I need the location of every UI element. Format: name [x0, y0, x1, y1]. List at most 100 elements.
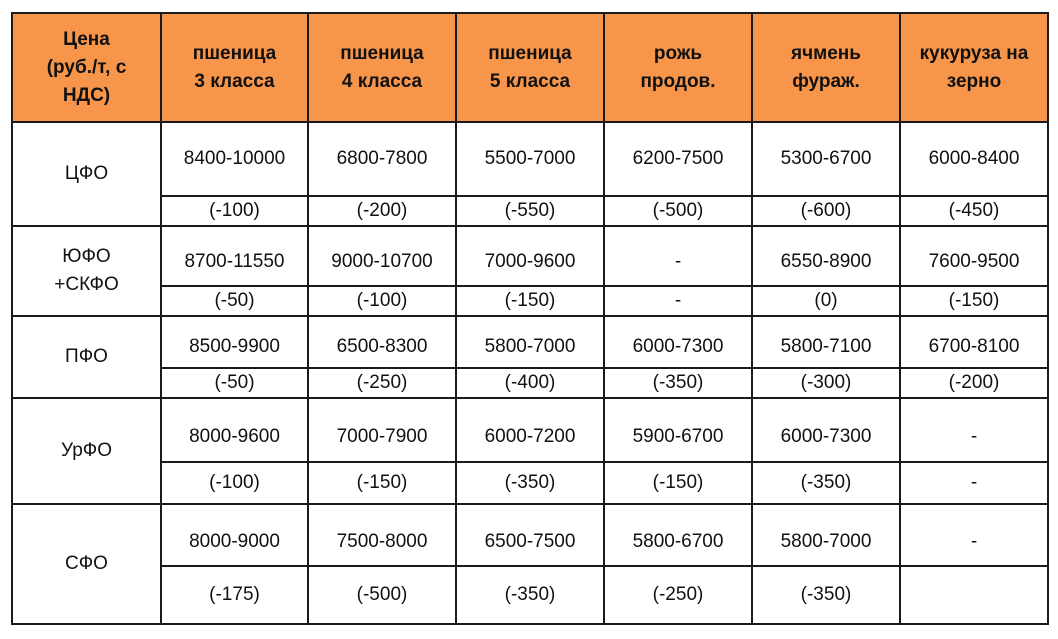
table-row-change: (-100) (-150) (-350) (-150) (-350) -: [12, 461, 1049, 505]
region-label: СФО: [65, 553, 108, 574]
header-col-wheat-5: пшеница 5 класса: [455, 12, 605, 123]
price-cell: 6000-7200: [455, 397, 605, 463]
change-cell: [899, 565, 1049, 625]
region-cell: СФО: [11, 503, 162, 625]
change-cell: (-350): [751, 565, 901, 625]
region-cell: ПФО: [11, 315, 162, 399]
price-cell: 8500-9900: [160, 315, 309, 369]
header-col-corn: кукуруза на зерно: [899, 12, 1049, 123]
grain-price-table: Цена (руб./т, с НДС) пшеница 3 класса пш…: [11, 12, 1049, 625]
change-cell: (-200): [307, 195, 457, 227]
price-cell: 8400-10000: [160, 121, 309, 197]
change-cell: (-600): [751, 195, 901, 227]
table-row-price: ПФО 8500-9900 6500-8300 5800-7000 6000-7…: [11, 315, 1049, 399]
table-row-change: (-50) (-250) (-400) (-350) (-300) (-200): [12, 367, 1049, 399]
change-cell: (-450): [899, 195, 1049, 227]
change-cell: (-350): [751, 461, 901, 505]
header-line: 4 класса: [341, 70, 423, 92]
corner-line: Цена: [63, 28, 110, 50]
table-row-price: ЮФО +СКФО 8700-11550 9000-10700 7000-960…: [11, 225, 1049, 317]
header-line: рожь: [653, 42, 703, 64]
price-cell: -: [899, 397, 1049, 463]
change-cell: (-350): [603, 367, 753, 399]
change-cell: (-250): [603, 565, 753, 625]
header-line: пшеница: [192, 42, 277, 64]
price-cell: 8000-9600: [160, 397, 309, 463]
price-cell: 8000-9000: [160, 503, 309, 567]
change-cell: (-50): [160, 285, 309, 317]
header-line: кукуруза на: [919, 42, 1029, 64]
corner-line: НДС): [62, 84, 111, 106]
price-cell: 5500-7000: [455, 121, 605, 197]
header-line: ячмень: [791, 42, 861, 64]
price-cell: 5900-6700: [603, 397, 753, 463]
region-label: ПФО: [65, 346, 108, 367]
header-line: 3 класса: [194, 70, 275, 92]
header-col-wheat-3: пшеница 3 класса: [160, 12, 309, 123]
table-row-change: (-50) (-100) (-150) - (0) (-150): [12, 285, 1049, 317]
price-cell: 6500-7500: [455, 503, 605, 567]
change-cell: (-175): [160, 565, 309, 625]
price-cell: 5300-6700: [751, 121, 901, 197]
price-cell: 7000-7900: [307, 397, 457, 463]
change-cell: (-100): [307, 285, 457, 317]
price-cell: 9000-10700: [307, 225, 457, 287]
price-cell: 5800-7100: [751, 315, 901, 369]
header-col-barley: ячмень фураж.: [751, 12, 901, 123]
price-cell: 6200-7500: [603, 121, 753, 197]
change-cell: (-350): [455, 565, 605, 625]
table-row-price: СФО 8000-9000 7500-8000 6500-7500 5800-6…: [11, 503, 1049, 625]
change-cell: (-250): [307, 367, 457, 399]
change-cell: (-300): [751, 367, 901, 399]
price-cell: 7600-9500: [899, 225, 1049, 287]
header-col-wheat-4: пшеница 4 класса: [307, 12, 457, 123]
price-cell: 6700-8100: [899, 315, 1049, 369]
header-corner-cell: Цена (руб./т, с НДС): [11, 12, 162, 123]
change-cell: (-50): [160, 367, 309, 399]
region-label: ЮФО: [62, 246, 111, 267]
header-line: 5 класса: [489, 70, 571, 92]
table-row-price: УрФО 8000-9600 7000-7900 6000-7200 5900-…: [11, 397, 1049, 505]
header-line: пшеница: [488, 42, 572, 64]
header-line: зерно: [946, 70, 1002, 92]
header-row: Цена (руб./т, с НДС) пшеница 3 класса пш…: [11, 12, 1049, 123]
price-cell: 6500-8300: [307, 315, 457, 369]
change-cell: (0): [751, 285, 901, 317]
header-line: продов.: [640, 70, 716, 92]
header-line: пшеница: [340, 42, 424, 64]
price-cell: 7500-8000: [307, 503, 457, 567]
price-cell: -: [899, 503, 1049, 567]
price-cell: 6000-7300: [751, 397, 901, 463]
price-cell: 5800-6700: [603, 503, 753, 567]
table-row-change: (-100) (-200) (-550) (-500) (-600) (-450…: [12, 195, 1049, 227]
change-cell: (-350): [455, 461, 605, 505]
price-cell: 8700-11550: [160, 225, 309, 287]
region-label: УрФО: [60, 440, 112, 461]
region-cell: ЮФО +СКФО: [11, 225, 162, 317]
change-cell: (-100): [160, 195, 309, 227]
price-cell: 6550-8900: [751, 225, 901, 287]
change-cell: (-500): [603, 195, 753, 227]
change-cell: -: [603, 285, 753, 317]
price-cell: 6000-7300: [603, 315, 753, 369]
price-cell: 5800-7000: [751, 503, 901, 567]
change-cell: (-550): [455, 195, 605, 227]
change-cell: (-150): [455, 285, 605, 317]
price-cell: 7000-9600: [455, 225, 605, 287]
change-cell: (-150): [899, 285, 1049, 317]
region-label: +СКФО: [54, 274, 119, 295]
change-cell: (-100): [160, 461, 309, 505]
header-col-rye: рожь продов.: [603, 12, 753, 123]
region-cell: ЦФО: [11, 121, 162, 227]
change-cell: (-200): [899, 367, 1049, 399]
region-cell: УрФО: [11, 397, 162, 505]
table-row-change: (-175) (-500) (-350) (-250) (-350): [12, 565, 1049, 625]
header-line: фураж.: [792, 70, 860, 92]
price-cell: 5800-7000: [455, 315, 605, 369]
region-label: ЦФО: [64, 163, 109, 184]
change-cell: (-500): [307, 565, 457, 625]
change-cell: (-400): [455, 367, 605, 399]
price-table-container: Цена (руб./т, с НДС) пшеница 3 класса пш…: [11, 12, 1049, 625]
table-row-price: ЦФО 8400-10000 6800-7800 5500-7000 6200-…: [11, 121, 1049, 227]
price-cell: -: [603, 225, 753, 287]
